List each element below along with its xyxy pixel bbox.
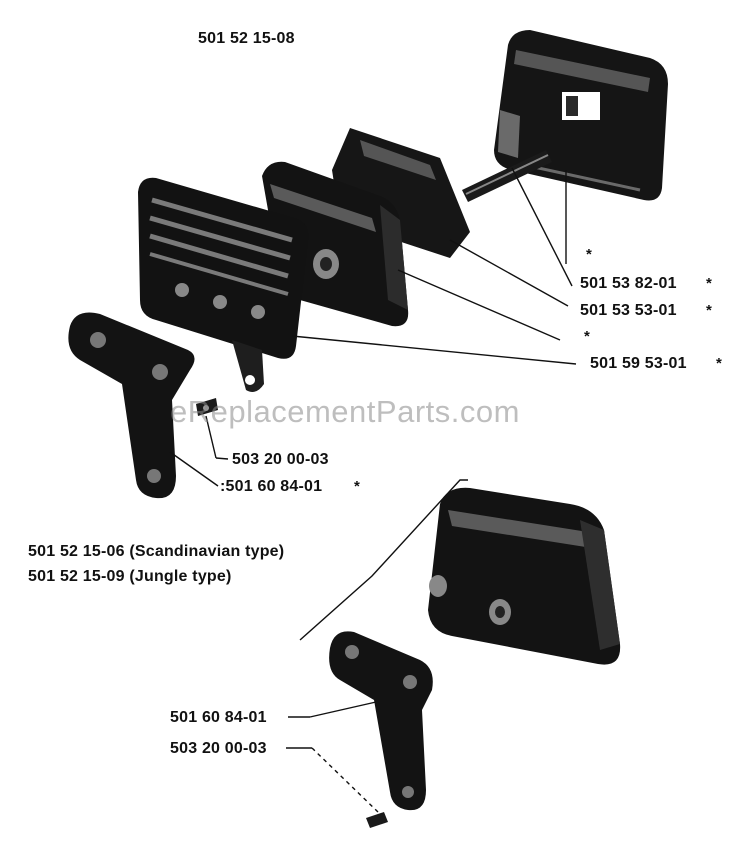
assembly-number: 501 52 15-08 bbox=[198, 30, 295, 47]
part-star: * bbox=[354, 478, 360, 495]
screw-bottom bbox=[366, 812, 388, 828]
part-number-label: 501 53 82-01 bbox=[580, 275, 677, 292]
part-number-label: 501 60 84-01 bbox=[170, 709, 267, 726]
variant-label: 501 52 15-09 (Jungle type) bbox=[28, 568, 232, 585]
part-number-label: :501 60 84-01 bbox=[220, 478, 323, 495]
leader-lines-top bbox=[169, 167, 577, 487]
mounting-bracket-top bbox=[68, 312, 195, 499]
connecting-rod bbox=[462, 150, 552, 202]
part-number-label: 503 20 00-03 bbox=[232, 451, 329, 468]
loose-star-2: * bbox=[584, 328, 590, 345]
part-number-label: 503 20 00-03 bbox=[170, 740, 267, 757]
part-star: * bbox=[706, 275, 712, 292]
variant-label: 501 52 15-06 (Scandinavian type) bbox=[28, 543, 285, 560]
loose-star-1: * bbox=[586, 246, 592, 263]
front-cover bbox=[138, 177, 309, 392]
part-number-label: 501 53 53-01 bbox=[580, 302, 677, 319]
leader-lines-bottom bbox=[286, 701, 379, 813]
mounting-bracket-bottom bbox=[329, 631, 433, 811]
part-star: * bbox=[716, 355, 722, 372]
screw-top bbox=[196, 398, 218, 416]
group-bracket-line bbox=[299, 479, 468, 641]
muffler-complete bbox=[428, 487, 621, 665]
part-number-label: 501 59 53-01 bbox=[590, 355, 687, 372]
watermark: eReplacementParts.com bbox=[170, 394, 520, 429]
part-star: * bbox=[706, 302, 712, 319]
